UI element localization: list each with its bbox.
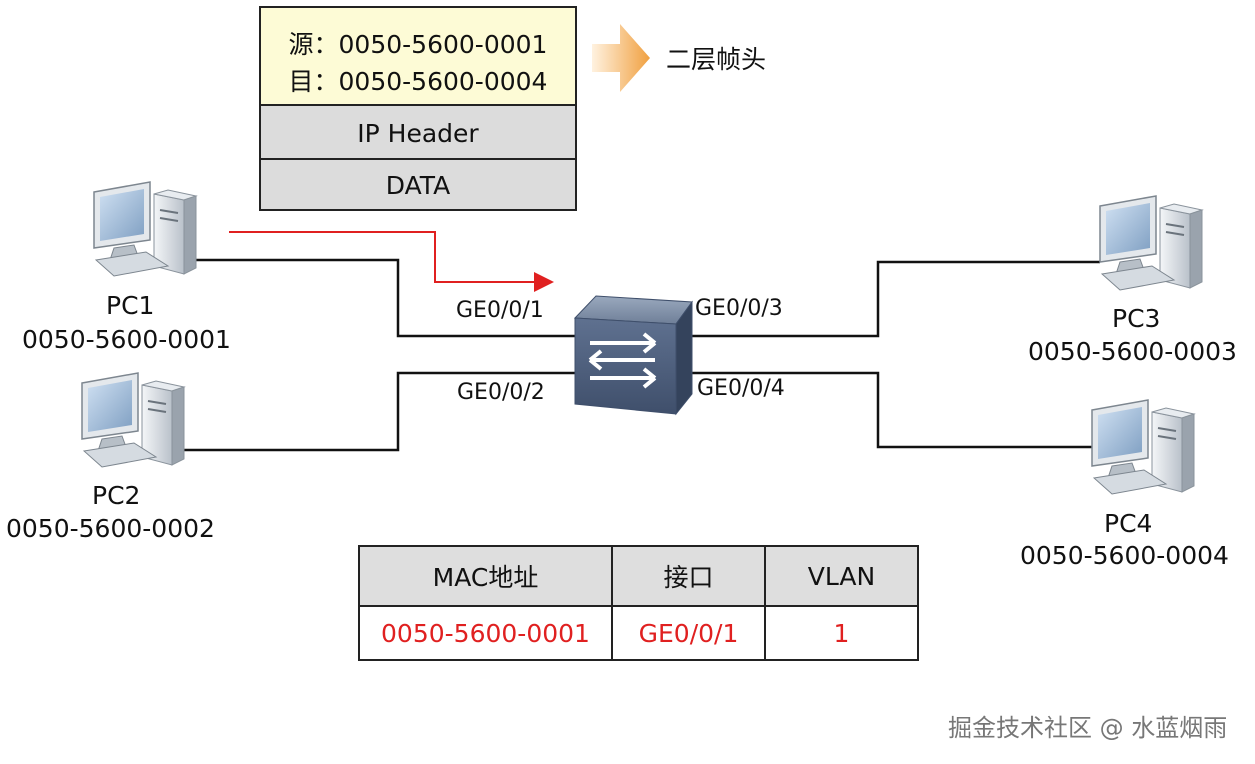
link-pc3 (680, 260, 1100, 338)
frame-path-arrow (229, 231, 554, 292)
ip-header-label: IP Header (357, 119, 479, 148)
ip-header-section: IP Header (261, 106, 575, 160)
cell-interface: GE0/0/1 (611, 605, 766, 661)
table-header-row: MAC地址 接口 VLAN (358, 545, 919, 607)
link-pc4 (680, 371, 1092, 449)
data-label: DATA (385, 171, 451, 200)
mac-address-table: MAC地址 接口 VLAN 0050-5600-0001 GE0/0/1 1 (358, 545, 919, 661)
frame-header-box: 源：0050-5600-0001 目：0050-5600-0004 IP Hea… (259, 6, 577, 211)
pc3-icon (1099, 195, 1203, 291)
cell-mac: 0050-5600-0001 (358, 605, 613, 661)
l2-header-arrow-label: 二层帧头 (666, 45, 767, 74)
pc4-mac: 0050-5600-0004 (1020, 541, 1229, 570)
link-pc2 (183, 371, 580, 452)
pc4-name: PC4 (1104, 509, 1153, 538)
port-ge003-label: GE0/0/3 (695, 296, 783, 321)
pc1-mac: 0050-5600-0001 (22, 325, 231, 354)
pc3-mac: 0050-5600-0003 (1028, 337, 1237, 366)
pc1-name: PC1 (106, 291, 155, 320)
port-ge001-label: GE0/0/1 (456, 298, 544, 323)
pc2-icon (81, 372, 185, 468)
pc3-name: PC3 (1112, 304, 1161, 333)
col-header-vlan: VLAN (764, 545, 919, 607)
l2-header-section: 源：0050-5600-0001 目：0050-5600-0004 (261, 8, 575, 106)
switch-icon (573, 295, 693, 416)
col-header-interface: 接口 (611, 545, 766, 607)
port-ge004-label: GE0/0/4 (697, 376, 785, 401)
col-header-mac: MAC地址 (358, 545, 613, 607)
pc1-icon (93, 181, 197, 277)
data-section: DATA (261, 160, 575, 209)
watermark: 掘金技术社区 @ 水蓝烟雨 (948, 714, 1228, 742)
pc4-icon (1091, 399, 1195, 495)
pc2-name: PC2 (92, 481, 141, 510)
src-mac-line: 源：0050-5600-0001 (288, 30, 548, 59)
dst-mac-line: 目：0050-5600-0004 (288, 67, 548, 96)
arrow-right-icon (592, 24, 650, 92)
link-pc1 (195, 258, 580, 338)
pc2-mac: 0050-5600-0002 (6, 514, 215, 543)
cell-vlan: 1 (764, 605, 919, 661)
port-ge002-label: GE0/0/2 (457, 380, 545, 405)
table-row: 0050-5600-0001 GE0/0/1 1 (358, 605, 919, 661)
